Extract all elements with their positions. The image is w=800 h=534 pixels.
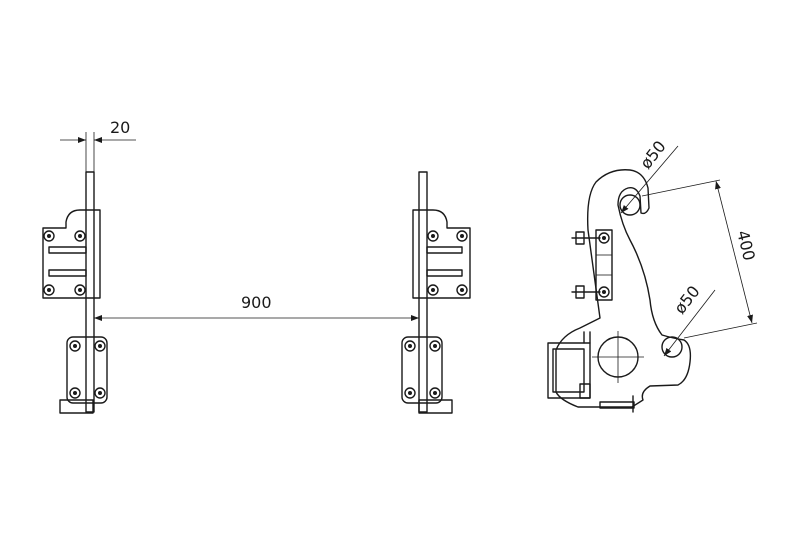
left-plate-view [42, 171, 108, 414]
dimension-label-lower-hole: ø50 [670, 282, 704, 317]
left-foot [59, 399, 94, 414]
right-upper-bracket [412, 209, 471, 299]
side-bolt-lower [571, 285, 610, 299]
right-foot [418, 399, 453, 414]
dimension-label-hole-spacing: 400 [733, 228, 759, 262]
right-vertical-plate [418, 171, 428, 413]
left-lower-bar [48, 269, 87, 277]
side-foot-tab [599, 401, 635, 409]
dimension-lower-hole: ø50 [663, 282, 716, 357]
right-upper-bar [426, 246, 463, 254]
left-lower-clamp [66, 336, 108, 404]
dimension-label-thickness: 20 [110, 118, 130, 137]
right-lower-clamp [401, 336, 443, 404]
left-vertical-plate [85, 171, 95, 413]
side-clamp-plate [595, 229, 613, 301]
u-clamp-inner [552, 348, 585, 393]
dimension-plate-thickness: 20 [60, 118, 136, 172]
lower-hole [661, 336, 683, 358]
u-clamp-nut [579, 383, 591, 399]
right-plate-view [401, 171, 471, 414]
right-lower-bolts [404, 340, 441, 399]
dimension-hole-spacing: 400 [641, 179, 759, 339]
hook-plate-outline [555, 169, 692, 408]
side-bolt-upper [571, 231, 610, 245]
left-upper-bar [48, 246, 87, 254]
left-lower-bolts [69, 340, 106, 399]
right-upper-bolts [427, 230, 468, 296]
side-view-bracket [547, 169, 692, 413]
upper-hole [619, 194, 641, 216]
left-upper-bolts [43, 230, 86, 296]
dimension-upper-hole: ø50 [620, 137, 679, 214]
right-lower-bar [426, 269, 463, 277]
dimension-label-upper-hole: ø50 [636, 137, 670, 172]
dimension-plate-spacing: 900 [94, 293, 419, 321]
dimension-label-spacing: 900 [241, 293, 272, 312]
left-upper-bracket [42, 209, 101, 299]
